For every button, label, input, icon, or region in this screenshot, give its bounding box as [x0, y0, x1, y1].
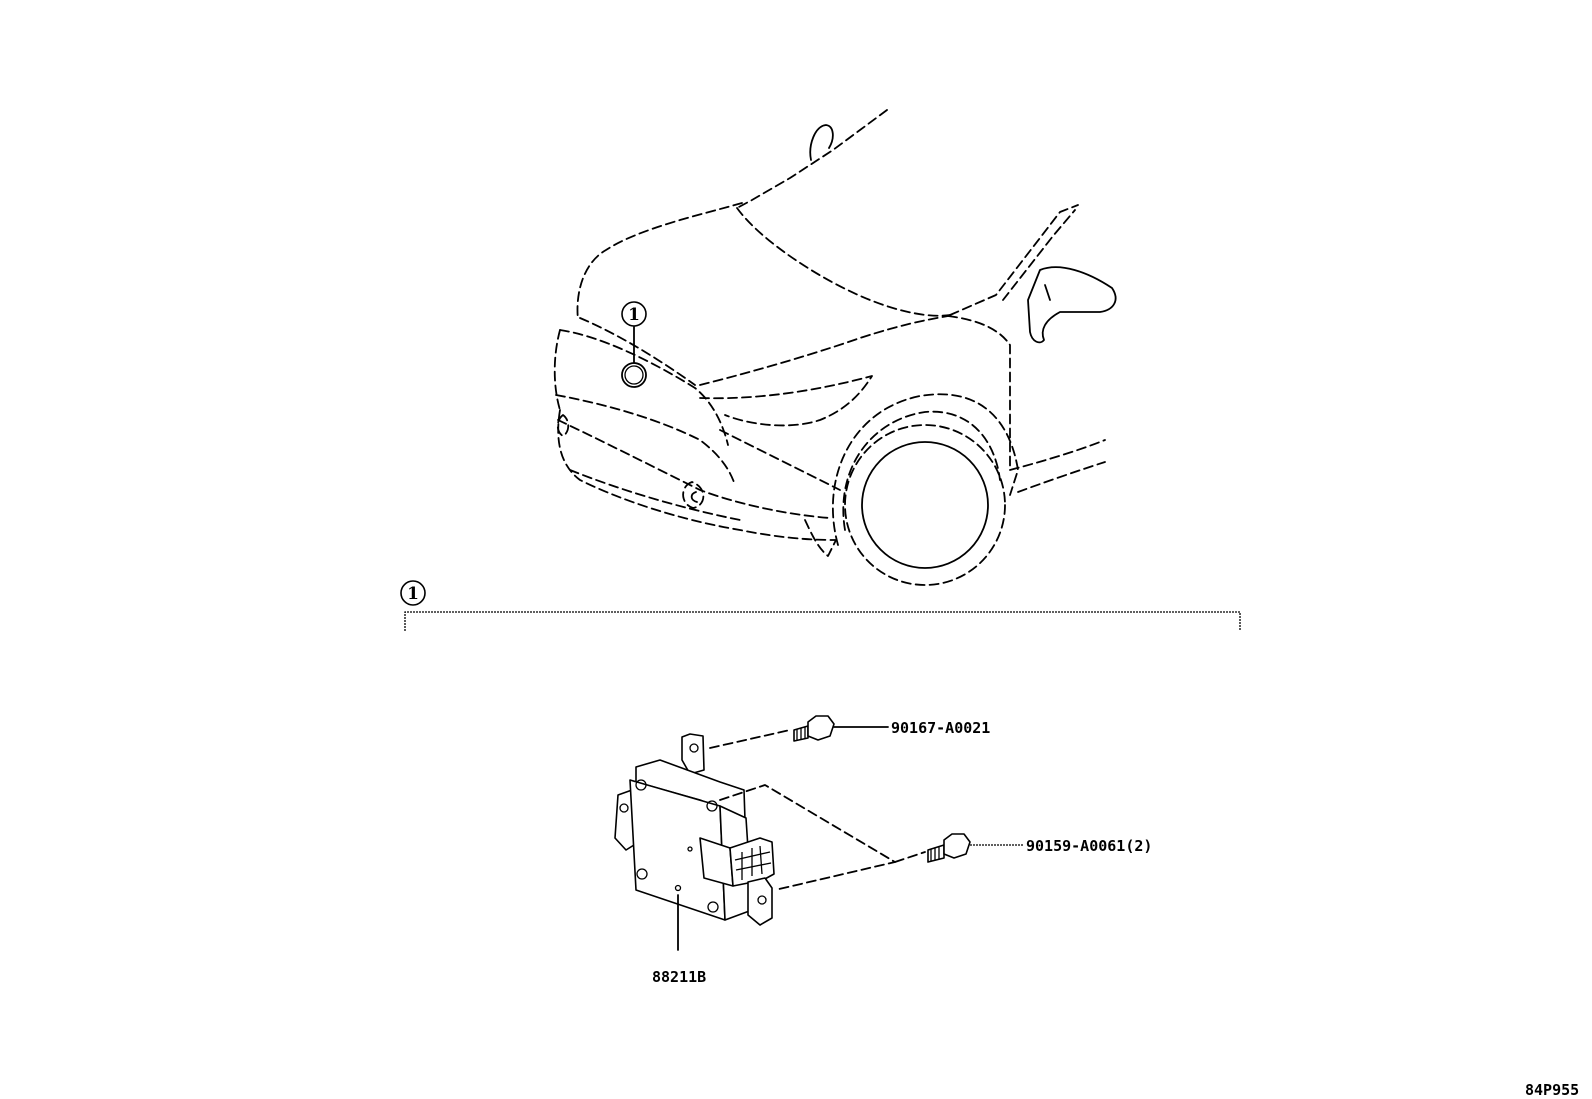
- figure-code: 84P955: [1525, 1081, 1579, 1099]
- vehicle-outline: [553, 109, 1117, 586]
- callout-number: 1: [628, 305, 640, 325]
- bolt-upper-drawing: [709, 715, 889, 749]
- assembly-bracket: 1: [400, 580, 1241, 631]
- bolt-lower-drawing: [719, 784, 1024, 891]
- vehicle-sensor-callout: 1: [621, 301, 647, 388]
- sensor-module-drawing: [614, 733, 775, 951]
- bolt-upper-label: 90167-A0021: [891, 719, 990, 737]
- sensor-module-label: 88211B: [652, 968, 706, 986]
- bolt-lower-label: 90159-A0061(2): [1026, 837, 1152, 855]
- bracket-callout-number: 1: [407, 584, 419, 604]
